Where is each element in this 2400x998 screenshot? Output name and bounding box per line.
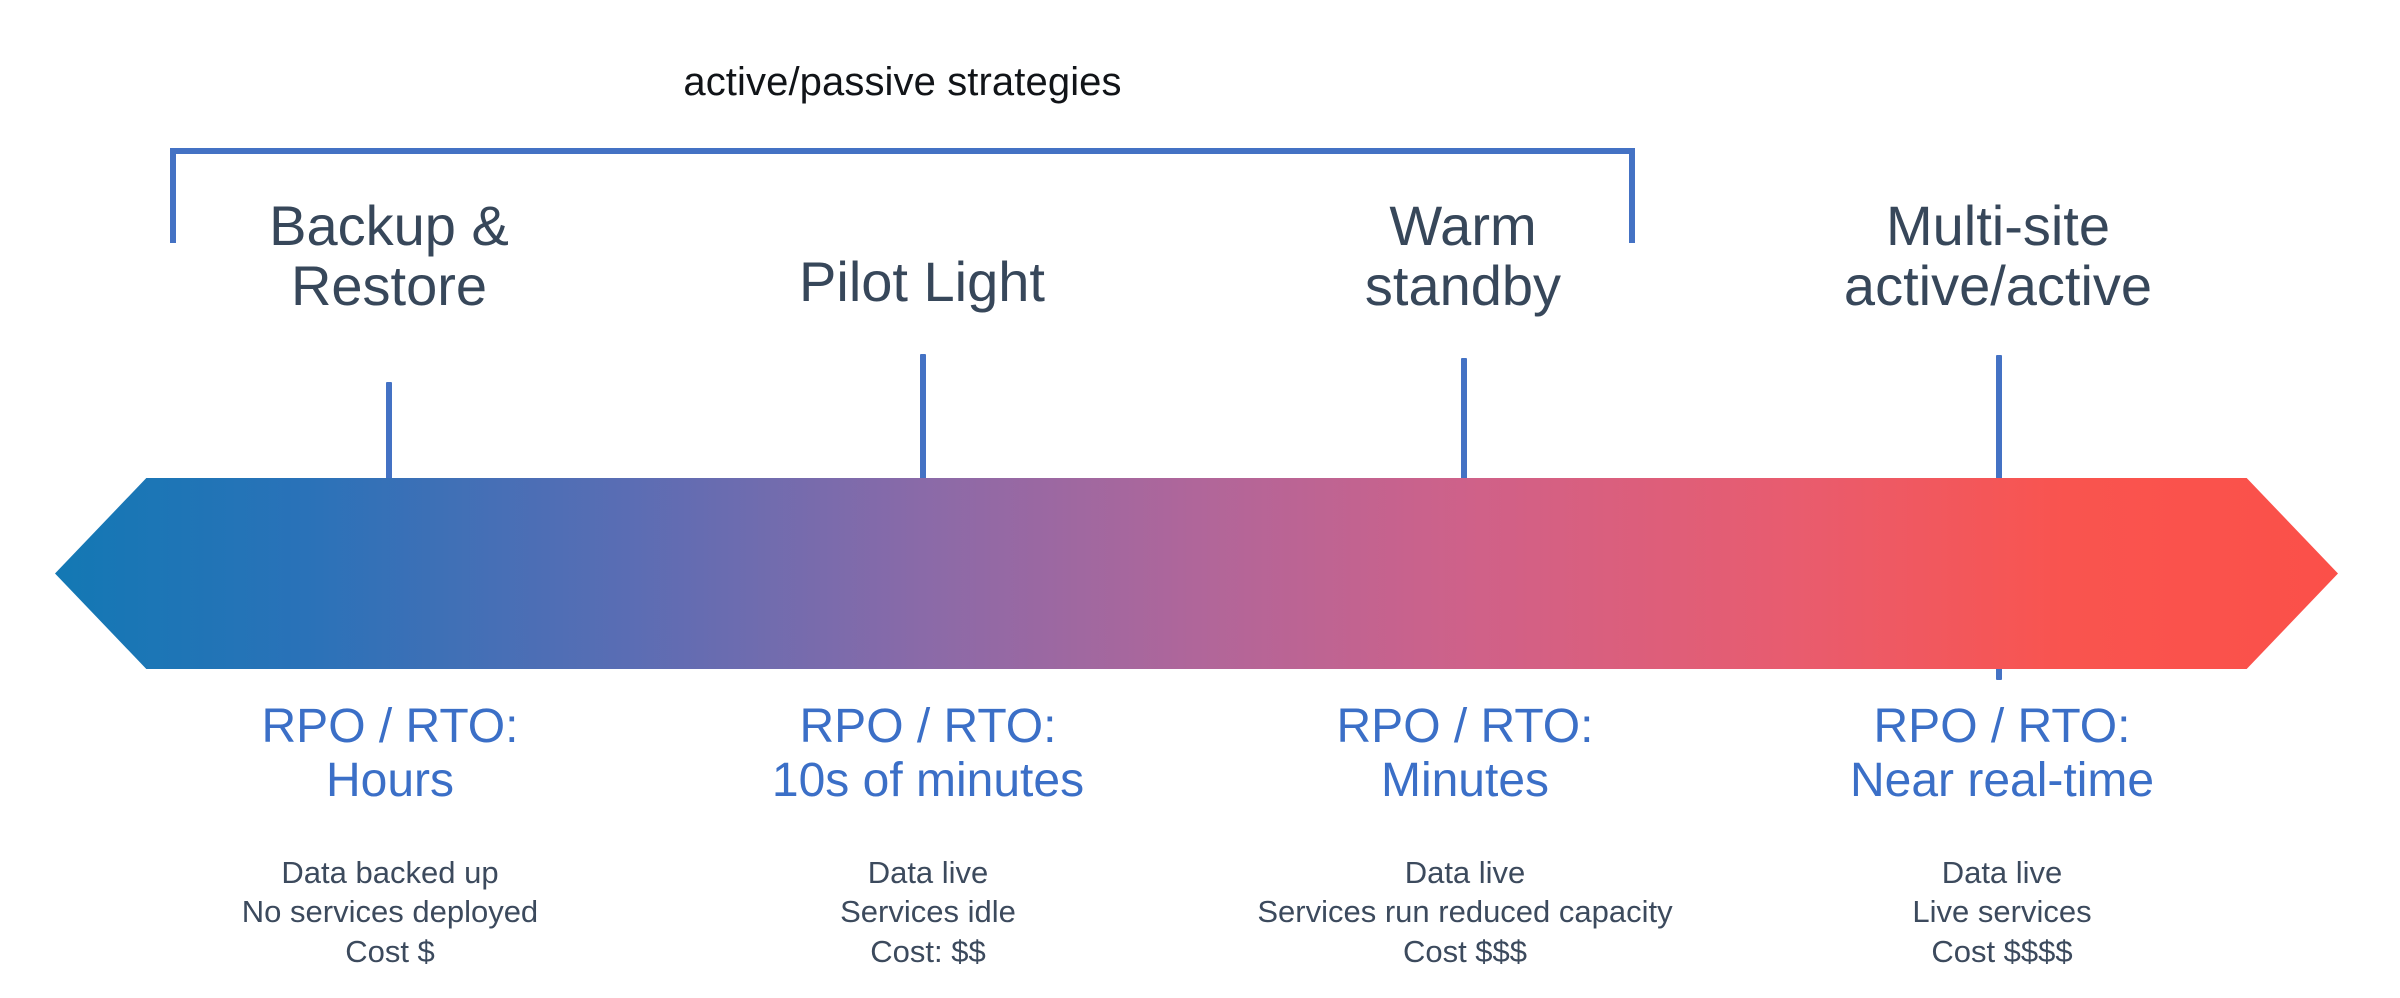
detail-line: Data live xyxy=(867,855,989,890)
strategy-title-line-1: Backup & xyxy=(269,194,509,257)
detail-line: Data live xyxy=(1404,855,1526,890)
strategy-title-pilot-light: Pilot Light xyxy=(642,250,1202,313)
strategy-title-line-2: active/active xyxy=(1843,254,2153,318)
detail-line: Data backed up xyxy=(281,855,499,890)
strategy-title-line-2: Restore xyxy=(290,254,488,318)
strategy-title-backup-restore: Backup & Restore xyxy=(109,194,669,318)
active-passive-bracket xyxy=(170,148,1635,243)
connector-line-backup-restore xyxy=(386,382,392,480)
rpo-rto-pilot-light: RPO / RTO: 10s of minutes xyxy=(618,700,1238,808)
detail-line: No services deployed xyxy=(241,894,539,930)
rpo-rto-value: Hours xyxy=(325,753,455,807)
detail-line: Cost $$$$ xyxy=(1931,933,2073,969)
strategy-title-line-2: standby xyxy=(1364,254,1562,318)
rpo-rto-multi-site: RPO / RTO: Near real-time xyxy=(1692,700,2312,808)
rpo-rto-label: RPO / RTO: xyxy=(1336,700,1594,753)
detail-line: Services idle xyxy=(840,894,1016,930)
rpo-rto-label: RPO / RTO: xyxy=(1873,700,2131,753)
detail-line: Data live xyxy=(1941,855,2063,890)
rpo-rto-label: RPO / RTO: xyxy=(799,700,1057,753)
detail-line: Cost: $$ xyxy=(870,933,986,969)
rpo-rto-gradient-bar xyxy=(55,478,2338,669)
rpo-rto-value: 10s of minutes xyxy=(771,753,1085,807)
rpo-rto-label: RPO / RTO: xyxy=(261,700,519,753)
strategy-title-line-1: Warm xyxy=(1389,194,1537,257)
details-warm-standby: Data live Services run reduced capacity … xyxy=(1145,853,1785,971)
detail-line: Services run reduced capacity xyxy=(1257,894,1673,930)
details-multi-site: Data live Live services Cost $$$$ xyxy=(1682,853,2322,971)
strategy-title-warm-standby: Warm standby xyxy=(1183,194,1743,318)
strategy-title-multi-site: Multi-site active/active xyxy=(1718,194,2278,318)
detail-line: Live services xyxy=(1912,894,2092,930)
detail-line: Cost $ xyxy=(345,933,435,969)
detail-line: Cost $$$ xyxy=(1402,933,1528,969)
rpo-rto-backup-restore: RPO / RTO: Hours xyxy=(80,700,700,808)
connector-line-pilot-light xyxy=(920,354,926,480)
details-pilot-light: Data live Services idle Cost: $$ xyxy=(608,853,1248,971)
gradient-fill xyxy=(55,478,2338,669)
rpo-rto-value: Minutes xyxy=(1380,753,1550,807)
rpo-rto-value: Near real-time xyxy=(1849,753,2155,807)
strategy-title-line-1: Multi-site xyxy=(1885,194,2111,257)
bracket-caption: active/passive strategies xyxy=(683,60,1122,104)
rpo-rto-warm-standby: RPO / RTO: Minutes xyxy=(1155,700,1775,808)
details-backup-restore: Data backed up No services deployed Cost… xyxy=(70,853,710,971)
strategy-title-line-1: Pilot Light xyxy=(799,250,1045,313)
